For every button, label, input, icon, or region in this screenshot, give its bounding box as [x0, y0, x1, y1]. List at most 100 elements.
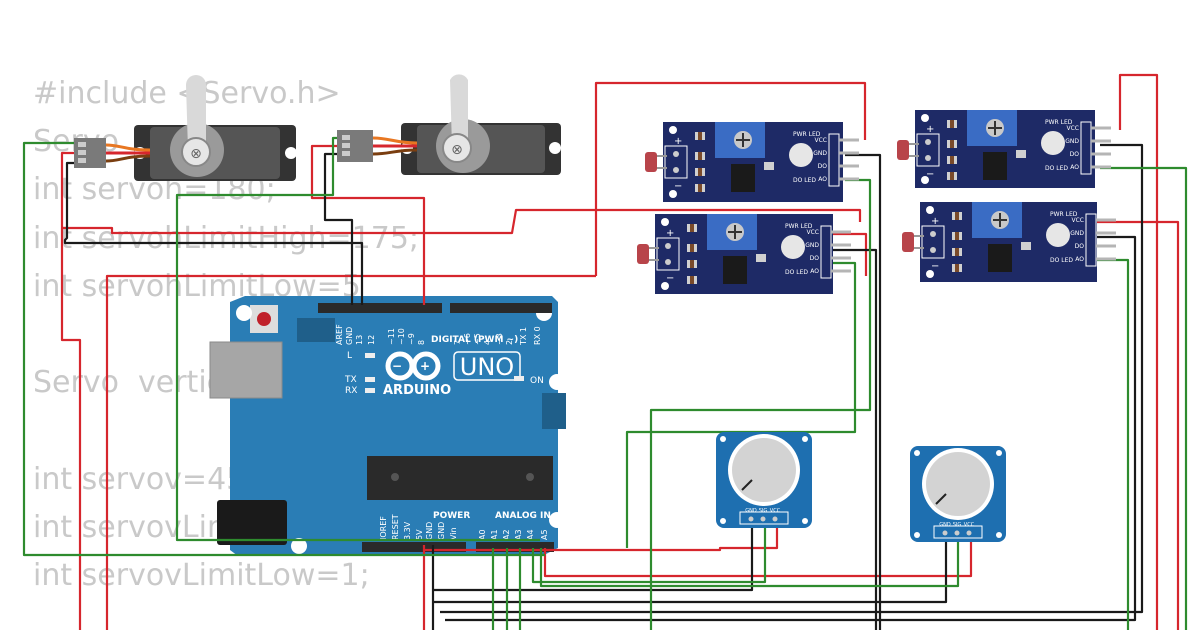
- digital-pin-label: GND: [345, 327, 354, 345]
- module-pin-label: AO: [810, 268, 819, 275]
- analog-pin-label: A1: [490, 529, 499, 540]
- pot-pin-label: SIG: [953, 522, 962, 528]
- digital-pin-label: 8: [417, 340, 426, 345]
- black-wires: [63, 143, 1144, 630]
- code-line: int servovLimitLow=1;: [33, 557, 370, 593]
- module-pin-label: AO: [818, 176, 827, 183]
- comparator-chip: [988, 244, 1012, 272]
- digital-pin-label: ~6: [463, 333, 472, 345]
- module-pin-label: GND: [1065, 138, 1079, 145]
- minus-label: −: [931, 261, 939, 272]
- module-pin-label: GND: [813, 150, 827, 157]
- module-pin-label: DO: [810, 255, 820, 262]
- digital-pin-label: ~5: [473, 333, 482, 345]
- module-pin-label: AO: [1075, 256, 1084, 263]
- module-pin-label: VCC: [815, 137, 827, 144]
- minus-label: −: [926, 169, 934, 180]
- minus-label: −: [666, 273, 674, 284]
- digital-pin-label: AREF: [335, 324, 344, 345]
- do-led-label: DO LED: [793, 177, 816, 184]
- digital-pin-label: 4: [483, 340, 492, 345]
- pot-pin[interactable]: [966, 530, 972, 536]
- module-pin-label: VCC: [1072, 217, 1084, 224]
- analog-pin-label: A2: [502, 529, 511, 540]
- pot-pin-label: VCC: [770, 508, 781, 514]
- code-line: int servohLimitHigh=175;: [33, 220, 420, 256]
- digital-pin-label: 2: [505, 340, 514, 345]
- pwr-led-label: PWR LED: [785, 223, 813, 230]
- pot-pin-label: VCC: [964, 522, 975, 528]
- digital-pin-label: TX 1: [519, 327, 528, 346]
- power-pin-label: RESET: [391, 514, 400, 540]
- pot-pin-label: SIG: [759, 508, 768, 514]
- arduino-logo: − +: [385, 351, 441, 381]
- digital-header-left: [318, 303, 442, 313]
- potentiometer-knob[interactable]: [732, 438, 796, 502]
- plus-label: +: [666, 228, 674, 239]
- comparator-chip: [723, 256, 747, 284]
- led-on-label: ON: [530, 376, 544, 386]
- module-pin-label: DO: [818, 163, 828, 170]
- power-pin-label: GND: [437, 522, 446, 540]
- digital-pin-label: 13: [355, 335, 364, 345]
- svg-text:−: −: [392, 359, 402, 373]
- do-led-label: DO LED: [785, 269, 808, 276]
- digital-pin-label: ~3: [495, 333, 504, 345]
- power-pin-label: 3.3V: [403, 521, 412, 540]
- pwr-led-label: PWR LED: [1045, 119, 1073, 126]
- pot-pin[interactable]: [748, 516, 754, 522]
- do-led-label: DO LED: [1050, 257, 1073, 264]
- comparator-chip: [731, 164, 755, 192]
- module-pin-label: GND: [1070, 230, 1084, 237]
- green-wires: [22, 136, 1188, 630]
- power-led: [1041, 131, 1065, 155]
- analog-header: [476, 542, 554, 552]
- pot-pin[interactable]: [942, 530, 948, 536]
- arduino-uno-board[interactable]: DIGITAL (PWM ~) − + UNO ARDUINO L TX RX …: [209, 296, 566, 556]
- digital-pin-label: ~10: [397, 328, 406, 345]
- pot-pin[interactable]: [760, 516, 766, 522]
- photoresistor: [637, 244, 649, 264]
- ldr-sensor-module[interactable]: + − PWR LED DO LED VCC GND DO AO: [902, 202, 1116, 282]
- plus-label: +: [926, 124, 934, 135]
- code-line: Servo vertic: [33, 365, 224, 401]
- power-pin-label: Vin: [449, 527, 458, 540]
- photoresistor: [645, 152, 657, 172]
- uno-label: UNO: [460, 353, 514, 381]
- module-pin-label: GND: [805, 242, 819, 249]
- pot-pin[interactable]: [772, 516, 778, 522]
- analog-label: ANALOG IN: [495, 511, 551, 521]
- module-pin-label: DO: [1075, 243, 1085, 250]
- servo-motor-1[interactable]: ⊗: [74, 75, 297, 181]
- potentiometer-knob[interactable]: [926, 452, 990, 516]
- pot-pin-label: GND: [939, 522, 951, 528]
- pot-pin[interactable]: [954, 530, 960, 536]
- comparator-chip: [983, 152, 1007, 180]
- power-pin-label: GND: [425, 522, 434, 540]
- photoresistor: [897, 140, 909, 160]
- power-led: [781, 235, 805, 259]
- digital-label: DIGITAL (PWM ~): [431, 335, 518, 345]
- analog-pin-label: A3: [514, 529, 523, 540]
- plus-label: +: [674, 136, 682, 147]
- power-label: POWER: [433, 511, 470, 521]
- led-rx-label: RX: [345, 386, 357, 396]
- svg-text:⊗: ⊗: [190, 146, 202, 162]
- analog-pin-label: A4: [526, 529, 535, 540]
- servo-motor-2[interactable]: ⊗: [337, 74, 561, 175]
- photoresistor: [902, 232, 914, 252]
- pwr-led-label: PWR LED: [793, 131, 821, 138]
- digital-pin-label: ~9: [407, 333, 416, 345]
- power-jack: [217, 500, 287, 545]
- plus-label: +: [931, 216, 939, 227]
- pwr-led-label: PWR LED: [1050, 211, 1078, 218]
- power-pin-label: 5V: [415, 529, 424, 540]
- red-wires: [60, 73, 1180, 630]
- code-line: int servov=45: [33, 461, 246, 497]
